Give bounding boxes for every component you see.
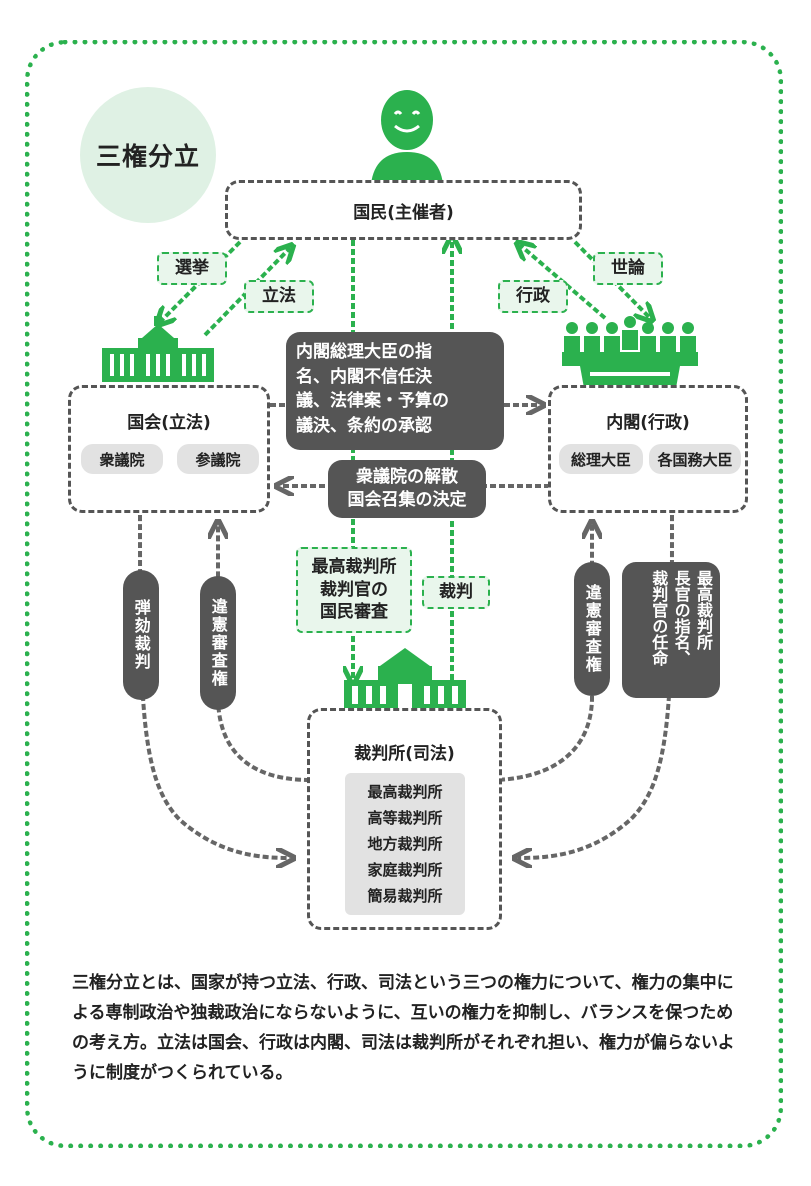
review-line: 国民審査	[320, 602, 388, 623]
people-label: 国民(主催者)	[353, 202, 454, 223]
administration-label: 行政	[498, 280, 568, 313]
legislation-label: 立法	[244, 280, 314, 313]
court-level: 最高裁判所	[367, 783, 443, 801]
trial-label: 裁判	[422, 576, 490, 609]
cabinet-meeting-icon	[562, 316, 698, 388]
citizen-icon	[371, 90, 443, 184]
diet-power-line: 議決、条約の承認	[296, 415, 432, 436]
prime-minister: 総理大臣	[559, 444, 643, 474]
court-level: 地方裁判所	[367, 835, 443, 853]
appointment-line: 最高裁判所	[694, 570, 713, 650]
court-levels: 最高裁判所 高等裁判所 地方裁判所 家庭裁判所 簡易裁判所	[345, 773, 465, 915]
judicial-review-cabinet-label: 違憲審査権	[574, 562, 610, 696]
appointment-line: 裁判官の任命	[649, 570, 669, 666]
cabinet-box: 内閣(行政) 総理大臣 各国務大臣	[548, 385, 748, 513]
description-paragraph: 三権分立とは、国家が持つ立法、行政、司法という三つの権力について、権力の集中によ…	[72, 973, 735, 1083]
diet-building-icon	[102, 316, 214, 382]
court-label: 裁判所(司法)	[354, 744, 455, 764]
diet-power-line: 名、内閣不信任決	[296, 366, 432, 387]
diet-label: 国会(立法)	[127, 413, 211, 433]
court-level: 家庭裁判所	[367, 861, 443, 879]
review-line: 最高裁判所	[311, 556, 397, 577]
court-box: 裁判所(司法) 最高裁判所 高等裁判所 地方裁判所 家庭裁判所 簡易裁判所	[307, 708, 502, 930]
court-building-icon	[344, 648, 466, 710]
cabinet-label: 内閣(行政)	[606, 413, 690, 433]
appointment-line: 長官の指名、	[671, 570, 691, 666]
diet-box: 国会(立法) 衆議院 参議院	[68, 385, 270, 513]
court-appointment-box: 最高裁判所 長官の指名、 裁判官の任命	[622, 562, 720, 698]
page-frame	[25, 40, 783, 1148]
house-of-councillors: 参議院	[177, 444, 259, 474]
ministers-of-state: 各国務大臣	[649, 444, 741, 474]
house-of-representatives: 衆議院	[81, 444, 163, 474]
cabinet-power-line: 衆議院の解散	[356, 467, 458, 488]
arrow-legislation	[203, 248, 290, 337]
diagram-title: 三権分立	[80, 87, 216, 223]
arrow-review-cabinet	[489, 525, 592, 782]
court-level: 簡易裁判所	[367, 887, 443, 905]
election-label: 選挙	[157, 252, 227, 285]
diet-power-line: 内閣総理大臣の指	[296, 342, 432, 362]
cabinet-power-line: 国会召集の決定	[347, 490, 467, 510]
cabinet-powers-box: 衆議院の解散 国会召集の決定	[328, 460, 486, 518]
court-level: 高等裁判所	[367, 809, 443, 827]
diet-power-line: 議、法律案・予算の	[296, 391, 449, 412]
diet-powers-box: 内閣総理大臣の指 名、内閣不信任決 議、法律案・予算の 議決、条約の承認	[286, 332, 504, 450]
judicial-review-diet-label: 違憲審査権	[200, 576, 236, 710]
public-opinion-label: 世論	[593, 252, 663, 285]
review-line: 裁判官の	[320, 579, 388, 600]
impeachment-label: 弾劾裁判	[123, 570, 159, 700]
people-review-box: 最高裁判所 裁判官の 国民審査	[296, 547, 412, 633]
people-box: 国民(主催者)	[225, 180, 582, 240]
